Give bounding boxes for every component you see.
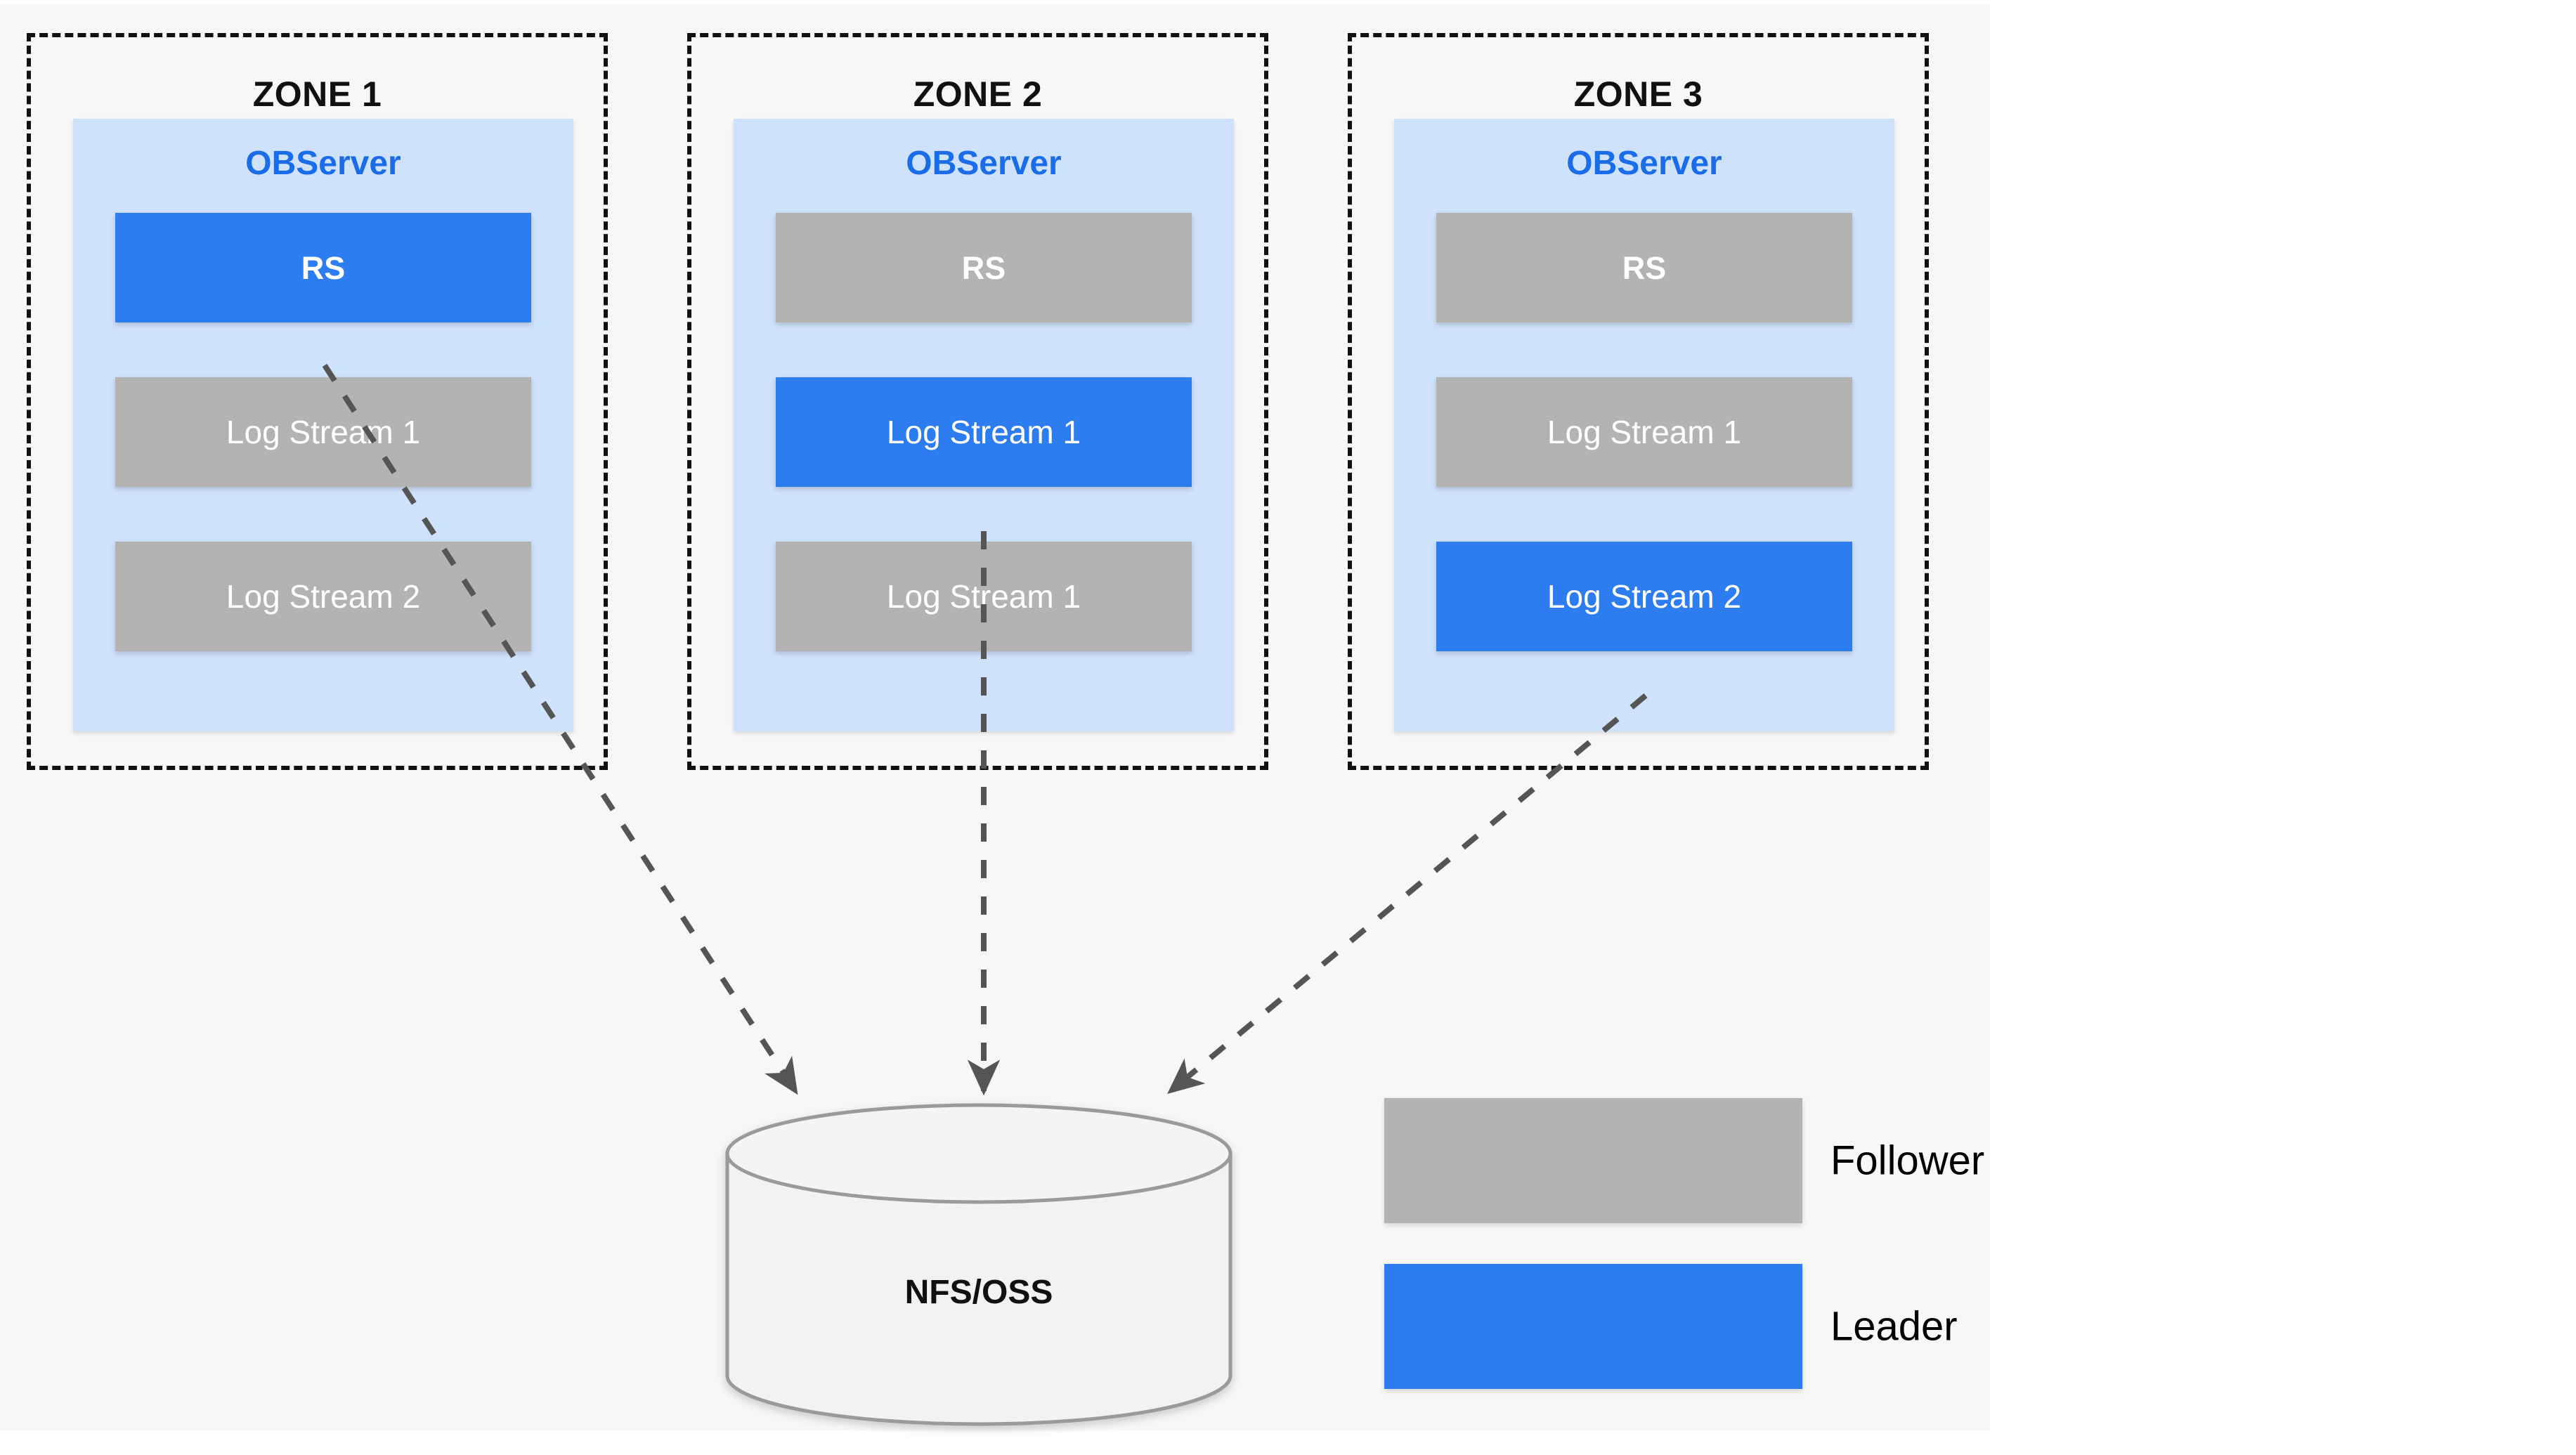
- zone-1-node-rs-label: RS: [301, 249, 346, 286]
- zone-3-node-rs-label: RS: [1622, 249, 1667, 286]
- zone-2-node-log-stream-1-follower-label: Log Stream 1: [886, 578, 1081, 615]
- zone-2-node-log-stream-1-leader-label: Log Stream 1: [886, 414, 1081, 450]
- zone-1-observer[interactable]: OBServer RS Log Stream 1 Log Stream 2: [73, 119, 573, 731]
- zone-2-node-rs-label: RS: [961, 249, 1006, 286]
- zone-3-node-rs[interactable]: RS: [1436, 213, 1852, 322]
- zone-3-node-log-stream-2-label: Log Stream 2: [1547, 578, 1742, 615]
- zone-1-node-log-stream-1-label: Log Stream 1: [226, 414, 421, 450]
- legend-swatch-leader: [1384, 1264, 1802, 1389]
- zone-3-observer[interactable]: OBServer RS Log Stream 1 Log Stream 2: [1394, 119, 1894, 731]
- zone-3[interactable]: ZONE 3 OBServer RS Log Stream 1 Log Stre…: [1348, 33, 1929, 770]
- zone-1[interactable]: ZONE 1 OBServer RS Log Stream 1 Log Stre…: [27, 33, 608, 770]
- zone-3-observer-label: OBServer: [1566, 145, 1722, 182]
- shared-storage-cylinder[interactable]: NFS/OSS: [725, 1103, 1232, 1426]
- zone-2-observer[interactable]: OBServer RS Log Stream 1 Log Stream 1: [734, 119, 1234, 731]
- zone-1-observer-label: OBServer: [245, 145, 401, 182]
- zone-2-node-log-stream-1-follower[interactable]: Log Stream 1: [776, 542, 1192, 651]
- zone-3-node-log-stream-1-label: Log Stream 1: [1547, 414, 1742, 450]
- zone-2[interactable]: ZONE 2 OBServer RS Log Stream 1 Log Stre…: [687, 33, 1268, 770]
- legend: Follower Leader: [1384, 1098, 1984, 1430]
- legend-label-follower: Follower: [1830, 1137, 1985, 1184]
- zone-3-title: ZONE 3: [1573, 74, 1703, 114]
- zone-3-node-log-stream-2[interactable]: Log Stream 2: [1436, 542, 1852, 651]
- legend-item-leader[interactable]: Leader: [1384, 1264, 1960, 1389]
- zone-1-node-log-stream-2-label: Log Stream 2: [226, 578, 421, 615]
- zone-3-node-log-stream-1[interactable]: Log Stream 1: [1436, 377, 1852, 487]
- legend-label-leader: Leader: [1830, 1303, 1958, 1350]
- legend-item-follower[interactable]: Follower: [1384, 1098, 1984, 1223]
- zone-2-observer-label: OBServer: [906, 145, 1062, 182]
- zone-1-node-log-stream-1[interactable]: Log Stream 1: [115, 377, 531, 487]
- zone-1-node-log-stream-2[interactable]: Log Stream 2: [115, 542, 531, 651]
- zone-1-node-rs[interactable]: RS: [115, 213, 531, 322]
- zone-2-node-log-stream-1-leader[interactable]: Log Stream 1: [776, 377, 1192, 487]
- zone-2-node-rs[interactable]: RS: [776, 213, 1192, 322]
- zone-2-title: ZONE 2: [913, 74, 1043, 114]
- cylinder-shape: [725, 1103, 1232, 1426]
- storage-label: NFS/OSS: [904, 1274, 1053, 1311]
- legend-swatch-follower: [1384, 1098, 1802, 1223]
- zone-1-title: ZONE 1: [252, 74, 382, 114]
